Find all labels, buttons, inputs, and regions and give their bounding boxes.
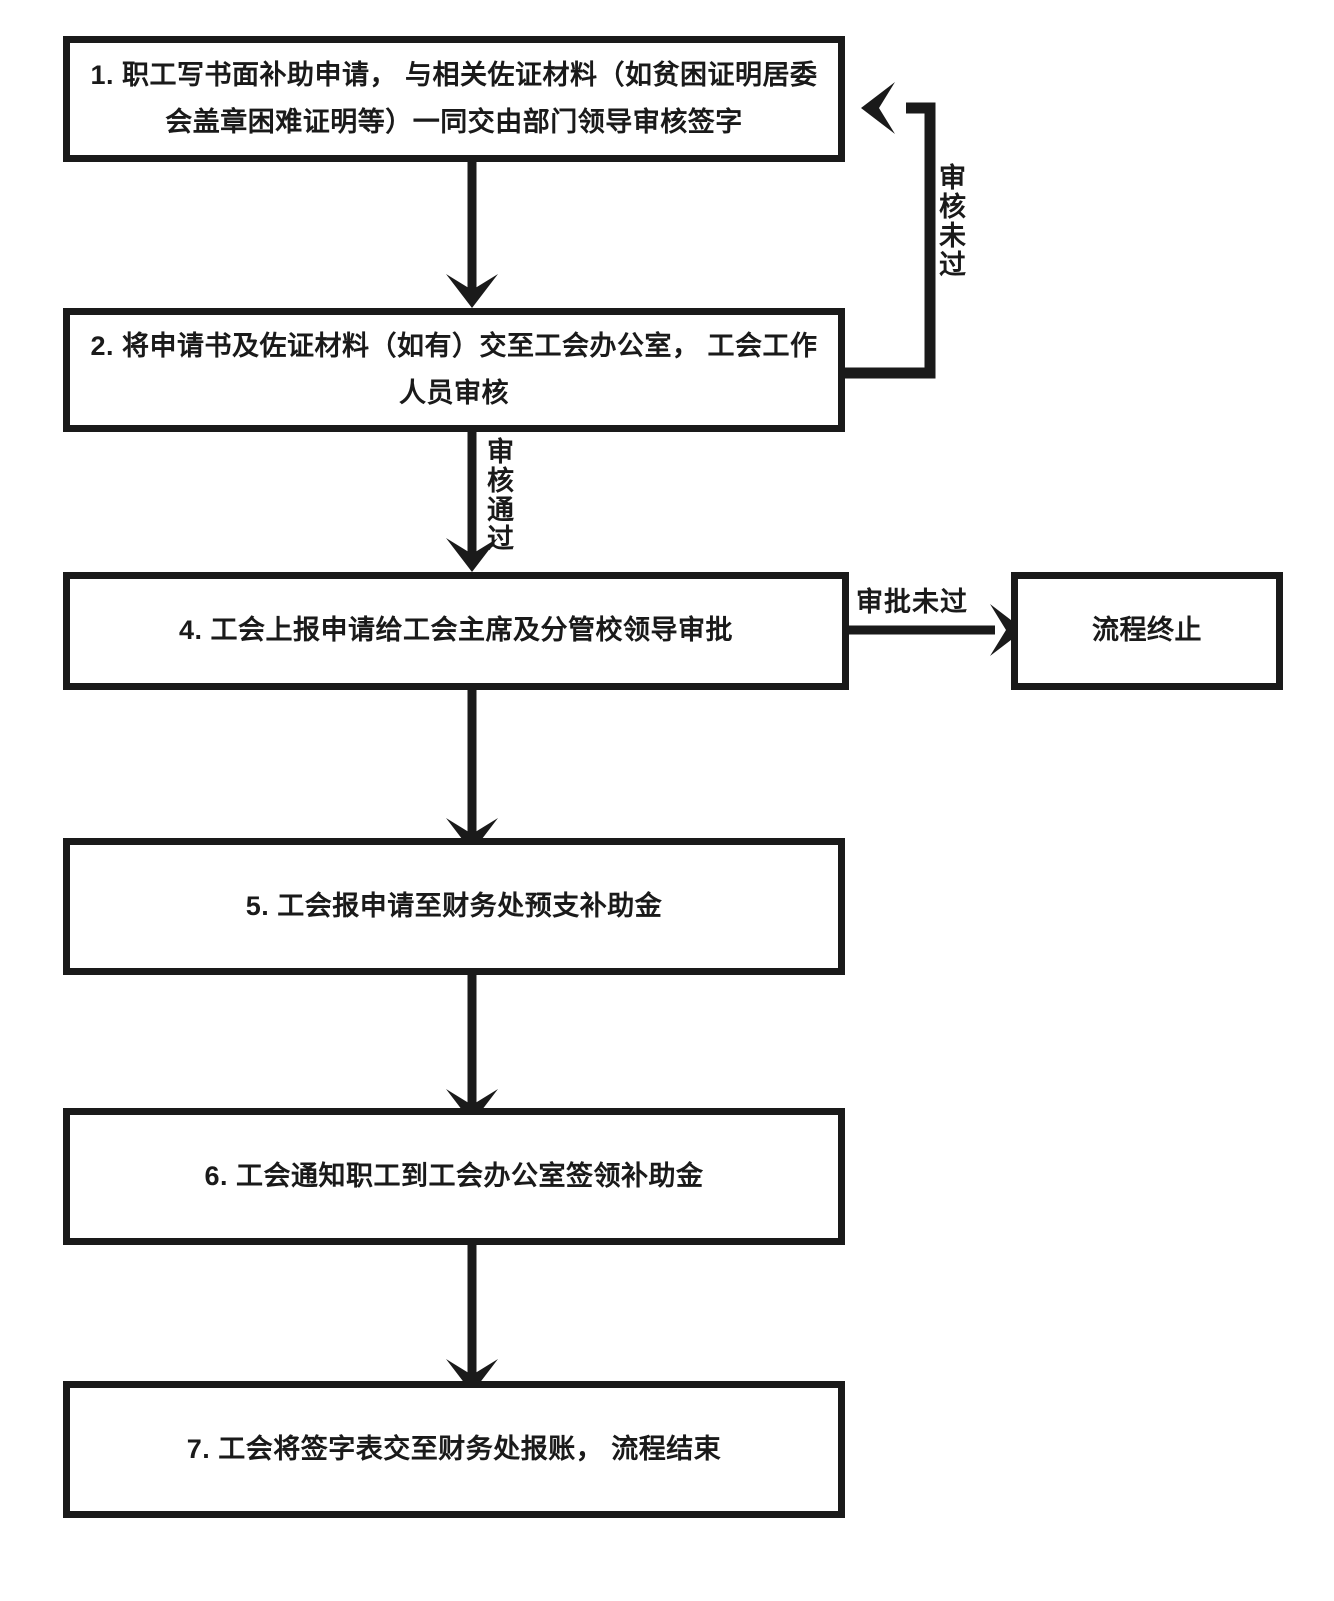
node-step6[interactable]: 6. 工会通知职工到工会办公室签领补助金 — [63, 1108, 845, 1245]
node-step7-label: 7. 工会将签字表交至财务处报账， 流程结束 — [186, 1433, 722, 1464]
node-terminate-label: 流程终止 — [1092, 615, 1202, 646]
edge-label-review-passed: 审核通过 — [483, 437, 513, 553]
node-step4[interactable]: 4. 工会上报申请给工会主席及分管校领导审批 — [63, 572, 849, 690]
node-step7[interactable]: 7. 工会将签字表交至财务处报账， 流程结束 — [63, 1381, 845, 1518]
edge-label-review-failed: 审核未过 — [935, 163, 965, 279]
connector-step1-to-step2 — [446, 162, 498, 308]
node-step4-label: 4. 工会上报申请给工会主席及分管校领导审批 — [178, 615, 734, 646]
node-step1-label: 1. 职工写书面补助申请， 与相关佐证材料（如贫困证明居委 会盖章困难证明等）一… — [90, 59, 818, 137]
node-step2[interactable]: 2. 将申请书及佐证材料（如有）交至工会办公室， 工会工作 人员审核 — [63, 308, 845, 432]
node-terminate[interactable]: 流程终止 — [1011, 572, 1283, 690]
node-step2-label: 2. 将申请书及佐证材料（如有）交至工会办公室， 工会工作 人员审核 — [90, 330, 818, 408]
node-step6-label: 6. 工会通知职工到工会办公室签领补助金 — [204, 1160, 704, 1191]
connector-feedback-step2-to-step1 — [845, 82, 936, 379]
connector-step6-to-step7 — [446, 1245, 498, 1393]
node-step5-label: 5. 工会报申请至财务处预支补助金 — [245, 890, 663, 921]
edge-label-approval-failed: 审批未过 — [856, 587, 968, 617]
connector-step4-to-terminate — [849, 604, 1024, 656]
connector-step5-to-step6 — [446, 975, 498, 1123]
node-step1[interactable]: 1. 职工写书面补助申请， 与相关佐证材料（如贫困证明居委 会盖章困难证明等）一… — [63, 36, 845, 162]
connector-step2-to-step4 — [446, 432, 498, 572]
node-step5[interactable]: 5. 工会报申请至财务处预支补助金 — [63, 838, 845, 975]
connector-step4-to-step5 — [446, 690, 498, 852]
